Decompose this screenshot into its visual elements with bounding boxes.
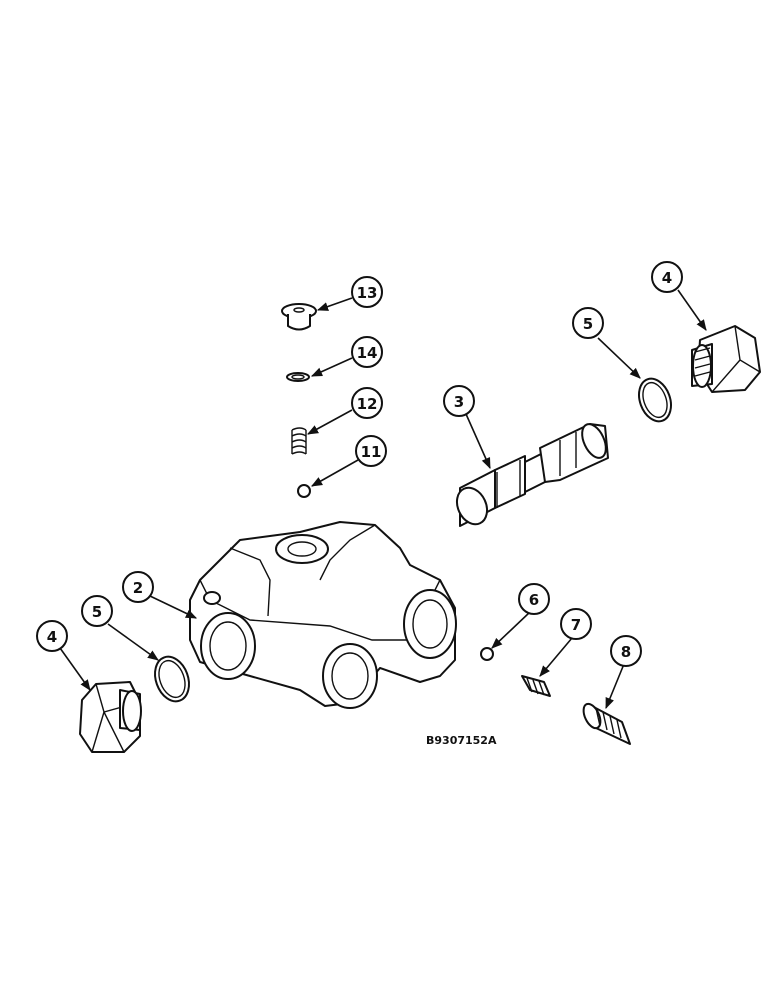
part-11-ball <box>297 484 311 498</box>
figure-reference-code: B9307152A <box>426 734 497 747</box>
svg-text:7: 7 <box>571 616 581 634</box>
callout-5-left: 5 <box>81 595 113 627</box>
callout-8: 8 <box>610 635 642 667</box>
part-2-valve-body <box>189 521 457 709</box>
part-13-plug-screw <box>281 303 317 331</box>
part-12-spring <box>291 427 307 455</box>
callout-4-right: 4 <box>651 261 683 293</box>
callout-2: 2 <box>122 571 154 603</box>
leader-lines <box>59 289 707 710</box>
svg-text:8: 8 <box>621 643 631 661</box>
part-5-o-ring-left <box>154 655 190 703</box>
part-14-o-ring <box>286 372 310 382</box>
svg-text:6: 6 <box>529 591 539 609</box>
callout-13: 13 <box>351 276 383 308</box>
svg-text:5: 5 <box>583 315 593 333</box>
svg-text:3: 3 <box>454 393 464 411</box>
callout-12: 12 <box>351 387 383 419</box>
callout-6: 6 <box>518 583 550 615</box>
svg-text:14: 14 <box>357 344 378 362</box>
callout-14: 14 <box>351 336 383 368</box>
svg-text:11: 11 <box>361 443 382 461</box>
part-5-o-ring-right <box>638 377 672 423</box>
callout-11: 11 <box>355 435 387 467</box>
part-7-spring <box>521 675 551 697</box>
svg-text:13: 13 <box>357 284 378 302</box>
svg-text:2: 2 <box>133 579 143 597</box>
svg-text:5: 5 <box>92 603 102 621</box>
callout-4-left: 4 <box>36 620 68 652</box>
svg-text:4: 4 <box>47 628 57 646</box>
callout-7: 7 <box>560 608 592 640</box>
callout-5-right: 5 <box>572 307 604 339</box>
svg-text:12: 12 <box>357 395 378 413</box>
part-3-spool <box>455 423 609 527</box>
part-6-ball <box>480 647 494 661</box>
part-8-set-screw <box>582 702 631 745</box>
part-4-hex-plug-left <box>79 681 142 753</box>
callout-3: 3 <box>443 385 475 417</box>
part-4-hex-plug-right <box>691 325 761 393</box>
svg-text:4: 4 <box>662 269 672 287</box>
